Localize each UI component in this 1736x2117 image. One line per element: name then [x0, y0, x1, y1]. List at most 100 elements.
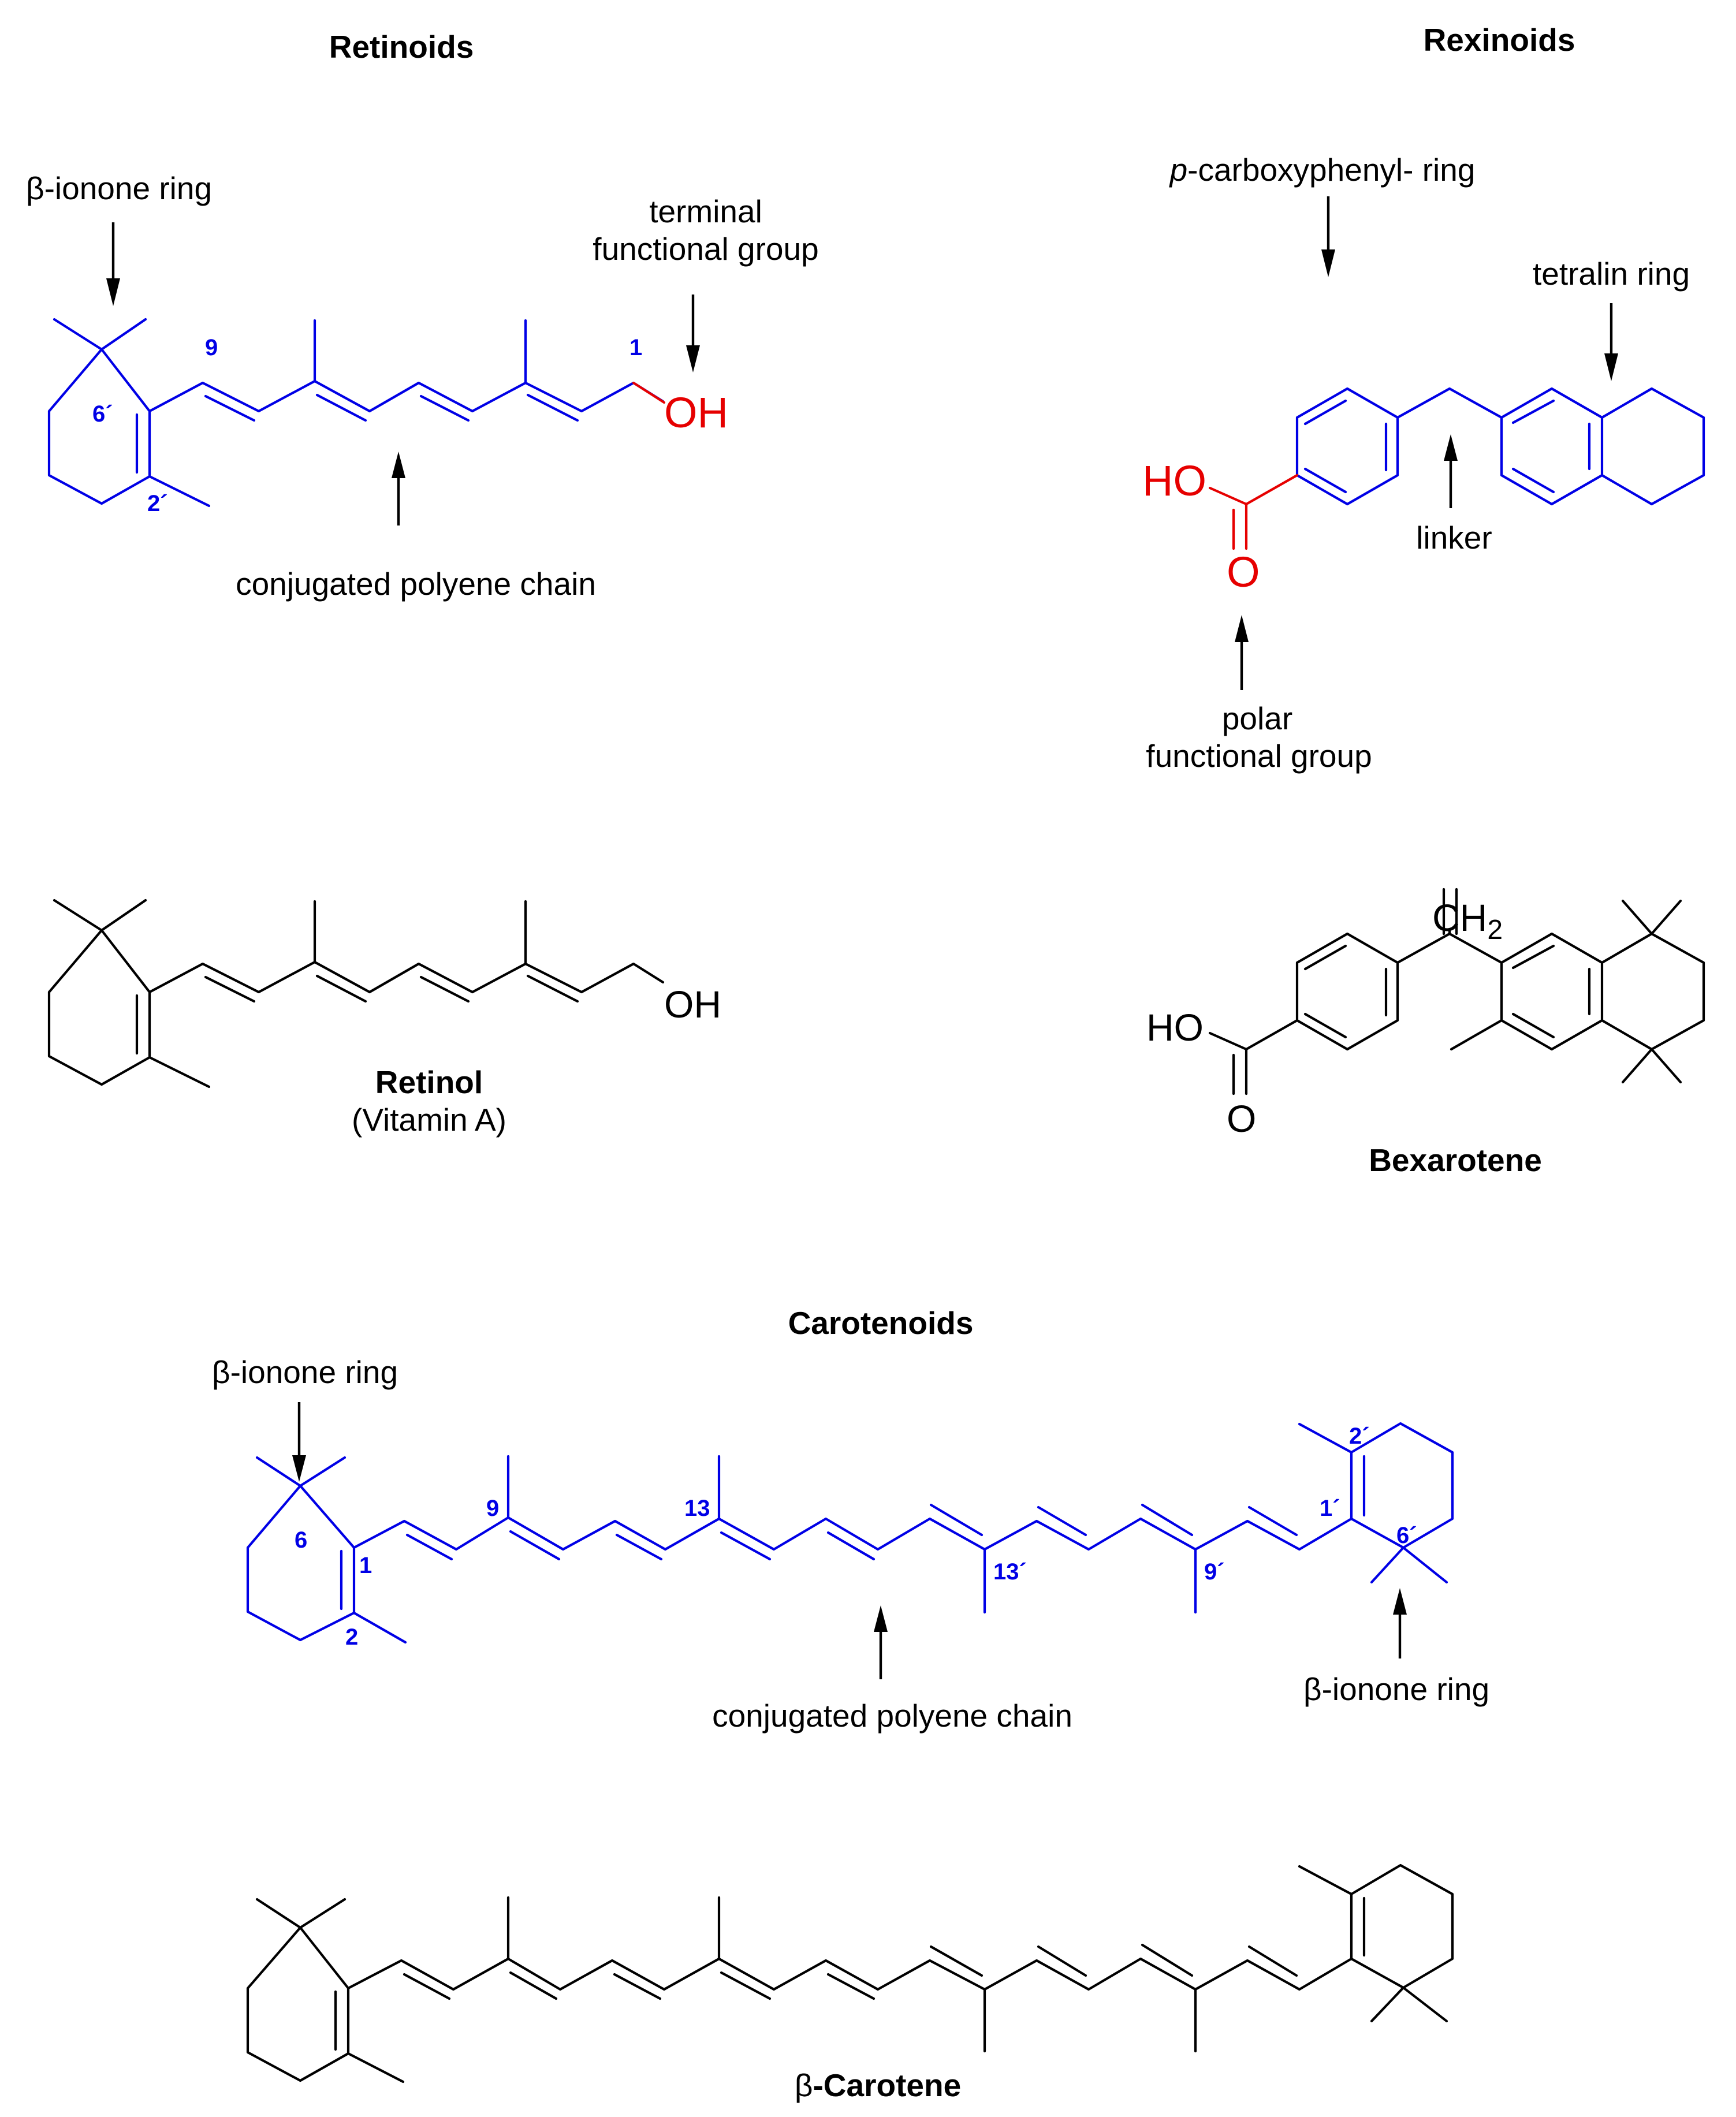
label-beta-ionone-ring-carotenoid-left: β-ionone ring	[212, 1354, 398, 1390]
retinoid-chain-double-1	[204, 394, 256, 422]
retinoid-chain-double-3	[419, 394, 470, 422]
title-retinoids: Retinoids	[329, 29, 474, 65]
carotenoid-left-ring	[246, 1484, 356, 1642]
arrow-terminal-group	[686, 295, 700, 372]
carotenoid-locant-1prime: 1´	[1320, 1496, 1340, 1521]
beta-carotene-double-9	[1247, 1945, 1298, 1977]
rexinoid-ho-bond	[1208, 486, 1248, 506]
carotenoid-chain-double-1	[405, 1533, 453, 1561]
carotenoid-left-gem-2	[299, 1456, 347, 1488]
carotenoid-locant-6prime: 6´	[1396, 1523, 1417, 1548]
bexarotene-aromatic-ring	[1500, 932, 1604, 1051]
carotenoid-locant-9prime: 9´	[1204, 1559, 1225, 1585]
bexarotene-gem-methyl-4	[1650, 1048, 1682, 1084]
arrow-beta-ionone-carotenoid-left	[292, 1402, 306, 1482]
beta-carotene-double-3	[613, 1973, 662, 2000]
beta-carotene-double-2	[509, 1971, 558, 2000]
retinoid-oh-bond	[632, 381, 666, 404]
beta-carotene-double-5	[826, 1973, 876, 2000]
compound-bexarotene: Bexarotene	[1369, 1142, 1542, 1178]
compound-beta-carotene: β-Carotene	[795, 2067, 961, 2103]
bexarotene-ch2: CH2	[1432, 896, 1503, 945]
beta-carotene-structure	[246, 1863, 1454, 2084]
carotenoid-chain-double-6	[929, 1503, 984, 1537]
carotenoid-chain-double-5	[826, 1531, 876, 1561]
retinoid-chain-double-2	[315, 393, 367, 422]
retinoid-chain-double-4	[526, 393, 579, 422]
beta-carotene-double-8	[1141, 1943, 1194, 1977]
retinol-chain-double-2	[315, 974, 367, 1003]
carotenoid-chain-double-2	[509, 1530, 561, 1561]
label-linker: linker	[1416, 520, 1492, 556]
bexarotene-ho-bond	[1208, 1031, 1248, 1051]
retinoid-gem-methyl-2	[100, 318, 147, 351]
retinol-chain-double-3	[419, 975, 470, 1003]
bexarotene-gem-methyl-3	[1621, 1048, 1653, 1084]
carotenoid-locant-13: 13	[684, 1496, 710, 1521]
rexinoid-ho: HO	[1142, 457, 1206, 505]
rexinoid-o: O	[1227, 548, 1260, 596]
carotenoid-polyene-chain	[352, 1516, 1353, 1551]
carotenoid-locant-1: 1	[359, 1553, 372, 1578]
retinoid-oh: OH	[664, 389, 728, 437]
bexarotene-gem-methyl-2	[1650, 899, 1682, 935]
bexarotene-phenyl-double-1	[1303, 944, 1347, 971]
bexarotene-aryl-methyl	[1450, 1019, 1503, 1051]
retinol-oh: OH	[664, 983, 721, 1026]
retinoid-locant-2prime: 2´	[147, 491, 168, 516]
rexinoid-carboxyphenyl-ring	[1295, 387, 1399, 506]
label-terminal-line1: terminal	[649, 193, 762, 229]
bexarotene-ho: HO	[1146, 1006, 1204, 1049]
bexarotene-phenyl-double-3	[1303, 1012, 1347, 1039]
arrow-tetralin	[1604, 303, 1618, 381]
beta-carotene-right-gem-1	[1370, 1986, 1405, 2023]
label-p-carboxyphenyl: p-carboxyphenyl- ring	[1169, 152, 1476, 188]
compound-retinol: Retinol	[375, 1064, 483, 1100]
arrow-polyene-retinoid	[392, 452, 405, 525]
label-beta-ionone-ring-retinoid: β-ionone ring	[26, 170, 212, 206]
label-polar-line2: functional group	[1146, 738, 1372, 774]
retinoid-locant-6prime: 6´	[92, 401, 113, 427]
carotenoid-chain-double-9	[1247, 1505, 1298, 1537]
carotenoid-chain-double-4	[720, 1531, 772, 1561]
carotenoid-left-ring-methyl	[352, 1611, 407, 1644]
retinol-ring	[47, 929, 151, 1086]
beta-carotene-left-gem-2	[299, 1898, 347, 1929]
arrow-linker	[1444, 434, 1458, 508]
rexinoid-carboxyl-bond	[1245, 474, 1299, 506]
retinoid-locant-9: 9	[205, 335, 218, 360]
carotenoid-locant-9: 9	[486, 1496, 499, 1521]
retinol-gem-methyl-1	[53, 899, 103, 932]
arrow-polar-group	[1235, 615, 1249, 690]
rexinoid-phenyl-double-1	[1303, 399, 1347, 426]
carotenoid-right-gem-2	[1402, 1546, 1448, 1584]
carotenoid-right-ring-methyl	[1298, 1422, 1353, 1454]
title-carotenoids: Carotenoids	[788, 1305, 974, 1341]
bexarotene-cyclohexane	[1600, 932, 1705, 1051]
carotenoid-left-gem-1	[255, 1456, 302, 1488]
retinoid-locant-1: 1	[629, 335, 642, 360]
carotenoid-locant-2: 2	[345, 1624, 358, 1650]
retinol-chain-double-1	[204, 975, 256, 1003]
beta-carotene-double-7	[1037, 1945, 1087, 1977]
arrow-beta-ionone-carotenoid-right	[1393, 1588, 1407, 1658]
bexarotene-aromatic-double-1	[1511, 944, 1555, 970]
bexarotene-carboxyl-bond	[1245, 1019, 1299, 1051]
carotenoid-right-gem-1	[1370, 1546, 1405, 1584]
rexinoid-aromatic-ring	[1500, 387, 1604, 506]
bexarotene-structure: CH2 HO O	[1146, 888, 1705, 1140]
retinoid-annotated-structure: OH 9 1 6´ 2´	[47, 318, 728, 516]
carotenoid-locant-13prime: 13´	[993, 1559, 1027, 1585]
retinoid-ring-methyl	[148, 475, 211, 508]
retinoid-gem-methyl-1	[53, 318, 103, 351]
carotenoid-annotated-structure: 6 1 2 9 13 13´ 9´ 1´ 2´ 6´	[246, 1422, 1454, 1650]
beta-carotene-double-4	[720, 1971, 772, 2000]
rexinoid-aromatic-double-3	[1511, 467, 1555, 494]
beta-carotene-left-gem-1	[255, 1898, 302, 1929]
carotenoid-locant-6: 6	[295, 1527, 307, 1553]
rexinoid-linker	[1396, 387, 1503, 419]
beta-carotene-right-ring-methyl	[1298, 1865, 1353, 1896]
beta-carotene-chain	[347, 1957, 1353, 1991]
bexarotene-aromatic-double-3	[1511, 1012, 1555, 1039]
